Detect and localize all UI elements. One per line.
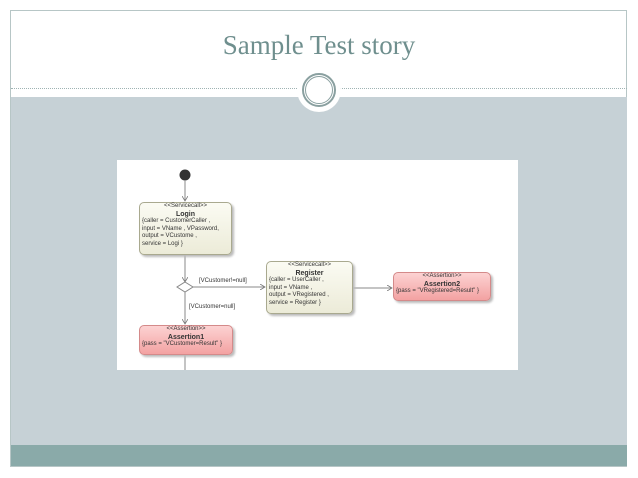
activity-diagram: <<Servicecall>> Login {caller = Customer… xyxy=(117,160,518,370)
assertion2-prop: {pass = "VRegistered=Result" } xyxy=(396,288,479,294)
ring-ornament-inner xyxy=(305,76,333,104)
assertion2-name: Assertion2 xyxy=(423,280,461,288)
login-name: Login xyxy=(175,210,196,218)
assertion1-stereotype: <<Assertion>> xyxy=(166,326,206,332)
login-prop: {caller = CustomerCaller , xyxy=(142,218,211,224)
register-prop: service = Register } xyxy=(269,299,321,306)
guard-null: [VCustomer=null] xyxy=(189,304,236,310)
register-prop: {caller = UserCaller , xyxy=(269,277,324,283)
login-prop: input = VName , VPassword, xyxy=(142,225,219,232)
register-name: Register xyxy=(295,269,324,277)
login-node: <<Servicecall>> Login {caller = Customer… xyxy=(139,202,232,255)
assertion2-stereotype: <<Assertion>> xyxy=(422,273,462,279)
start-node xyxy=(179,169,191,181)
assertion1-node: <<Assertion>> Assertion1 {pass = "VCusto… xyxy=(139,325,233,355)
footer-band xyxy=(11,445,627,466)
diagram-edges xyxy=(176,169,518,370)
register-prop: input = VName , xyxy=(269,284,313,291)
decision-node xyxy=(176,281,194,293)
login-prop: output = VCustome , xyxy=(142,233,197,239)
assertion2-node: <<Assertion>> Assertion2 {pass = "VRegis… xyxy=(393,272,491,301)
login-prop: service = Logi } xyxy=(142,240,183,247)
slide-title: Sample Test story xyxy=(222,30,416,60)
assertion1-prop: {pass = "VCustomer=Result" } xyxy=(142,341,222,347)
register-node: <<Servicecall>> Register {caller = UserC… xyxy=(266,261,353,314)
guard-not-null: [VCustomer!=null] xyxy=(199,278,247,284)
register-prop: output = VRegistered , xyxy=(269,292,329,298)
register-stereotype: <<Servicecall>> xyxy=(287,262,332,268)
login-stereotype: <<Servicecall>> xyxy=(163,203,208,209)
ring-ornament-icon xyxy=(302,73,336,107)
assertion1-name: Assertion1 xyxy=(167,333,205,341)
